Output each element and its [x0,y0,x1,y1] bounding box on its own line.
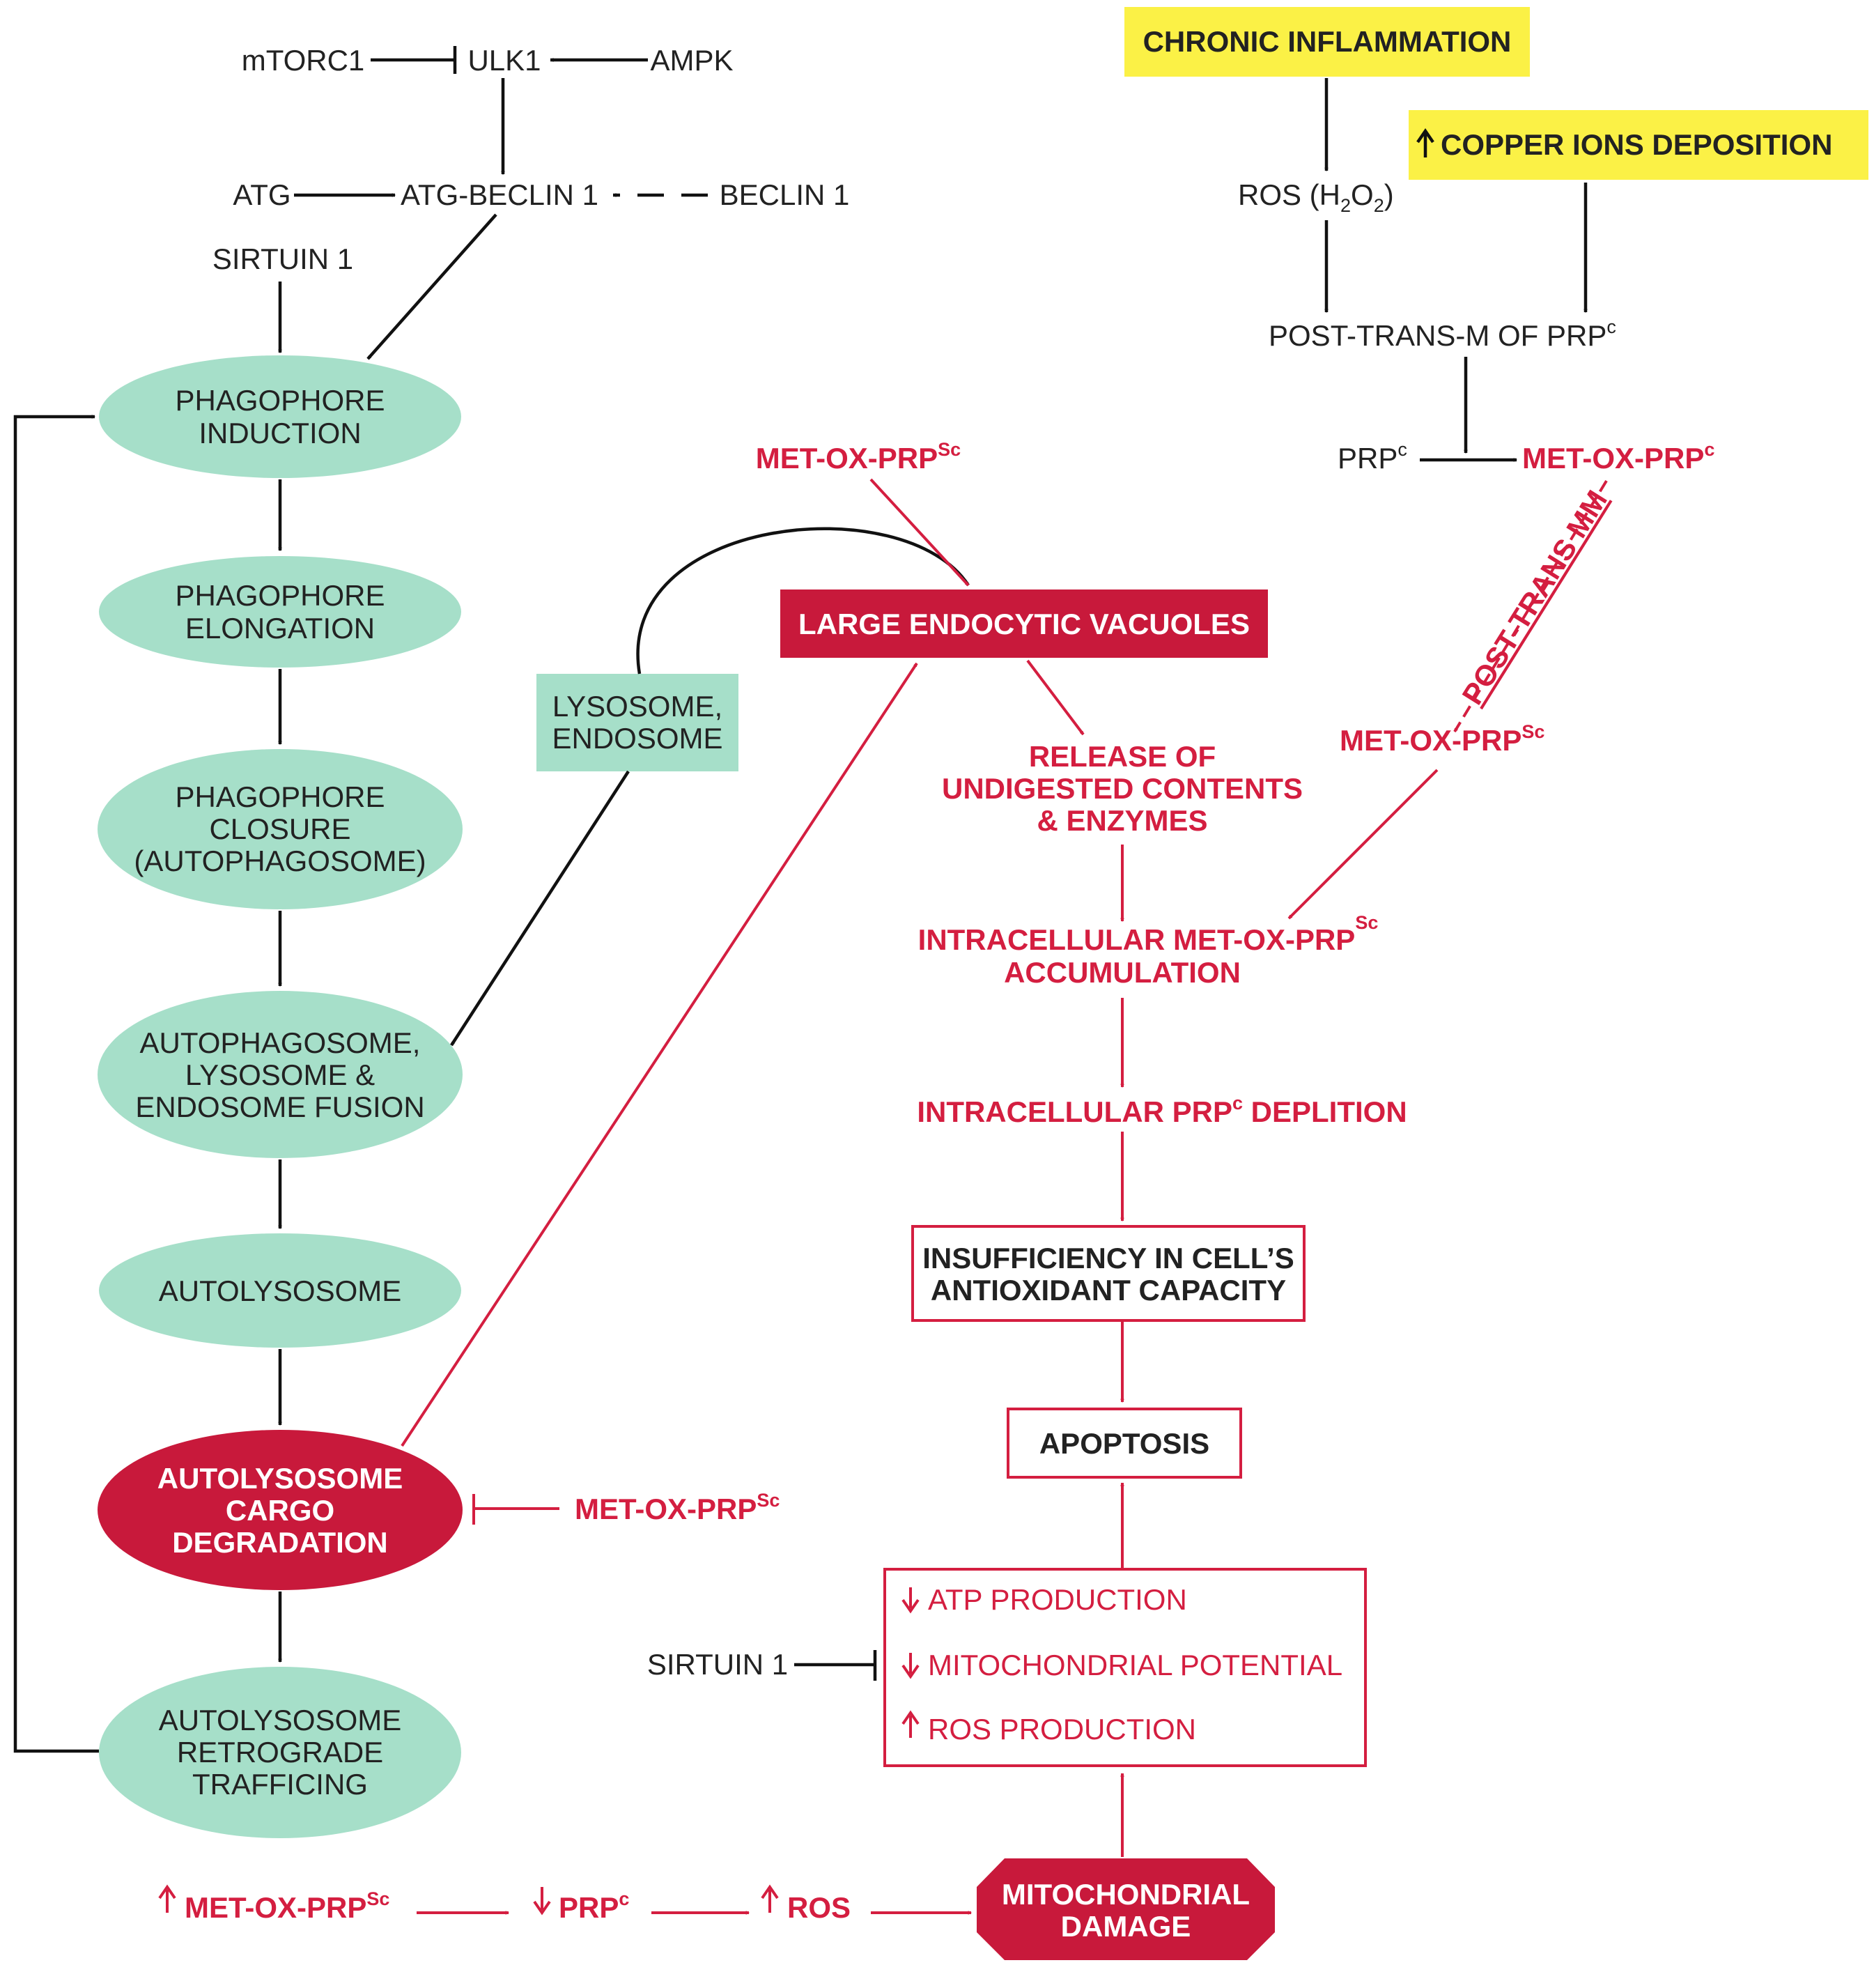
met-ox-prp-sc-bottom: MET-OX-PRPSc [185,1888,389,1924]
cargo-degradation-line2: CARGO [226,1494,334,1527]
large-endocytic-vacuoles-box [780,590,1268,658]
autophagosome-fusion-line1: AUTOPHAGOSOME, [140,1026,421,1059]
sirtuin-top-label: SIRTUIN 1 [212,242,353,275]
sirtuin-bottom-label: SIRTUIN 1 [647,1648,788,1681]
insufficiency-line1: INSUFFICIENCY IN CELL’S [922,1242,1294,1274]
release-line2: UNDIGESTED CONTENTS [942,772,1303,805]
ulk1-label: ULK1 [467,44,541,77]
accumulation-line1: INTRACELLULAR MET-OX-PRPSc [918,912,1379,956]
lysosome-to-fusion-arrow [450,770,630,1047]
release-line3: & ENZYMES [1037,804,1207,837]
autophagosome-fusion-line3: ENDOSOME FUSION [135,1091,424,1123]
atg-label: ATG [233,178,291,211]
endosome-label: ENDOSOME [552,722,722,755]
insufficiency-line2: ANTIOXIDANT CAPACITY [931,1274,1286,1307]
lysosome-label: LYSOSOME, [552,690,722,723]
large-endocytic-vacuoles-label: LARGE ENDOCYTIC VACUOLES [798,608,1250,640]
autolysosome-label: AUTOLYSOSOME [159,1274,402,1307]
post-trans-mm-dashed-arrow [1453,479,1608,732]
beclin-label: BECLIN 1 [720,178,850,211]
met-ox-to-accumulation-arrow [1287,769,1439,920]
met-ox-prp-sc-top: MET-OX-PRPSc [756,439,961,475]
retrograde-trafficing-line3: TRAFFICING [192,1768,368,1801]
apoptosis-label: APOPTOSIS [1039,1427,1209,1460]
phagophore-closure-line2: CLOSURE [209,812,350,845]
autolysosome-node [99,1233,461,1348]
mitochondrial-effects-box [883,1568,1367,1767]
autophagosome-fusion-node [98,991,463,1158]
chronic-inflammation-box [1124,7,1530,77]
atg-beclin-to-induction-arrow [366,213,497,360]
retrograde-trafficing-line2: RETROGRADE [177,1736,383,1769]
met-ox-prp-sc-right: MET-OX-PRPSc [1340,721,1544,757]
cargo-degradation-node [98,1430,463,1590]
prp-depletion-label: INTRACELLULAR PRPc DEPLITION [917,1093,1407,1128]
phagophore-closure-line1: PHAGOPHORE [175,780,385,813]
cargo-degradation-line1: AUTOLYSOSOME [157,1462,403,1495]
post-trans-mm-label: POST-TRANS MM [1455,484,1613,710]
retrograde-trafficing-line1: AUTOLYSOSOME [159,1704,402,1736]
phagophore-elongation-line1: PHAGOPHORE [175,579,385,612]
chronic-inflammation-label: CHRONIC INFLAMMATION [1143,25,1512,58]
post-trans-m-label: POST-TRANS-M OF PRPc [1269,316,1616,352]
met-ox-prp-sc-inhibitor: MET-OX-PRPSc [575,1490,780,1525]
lysosome-endosome-box [536,674,738,771]
mitochondrial-damage-line2: DAMAGE [1061,1910,1191,1943]
mitochondrial-damage-hexagon [977,1858,1275,1960]
ros-production-label: ROS PRODUCTION [928,1713,1196,1746]
prp-c-right: PRPc [1338,439,1407,475]
recycle-feedback-arrow [13,417,99,1753]
mtorc1-label: mTORC1 [242,44,365,77]
potential-down-arrow-icon [901,1653,920,1679]
prp-down-arrow-icon [533,1887,551,1916]
degradation-to-vacuoles-arrow [401,663,918,1447]
ampk-label: AMPK [650,44,733,77]
phagophore-induction-node [99,355,461,478]
phagophore-closure-line3: (AUTOPHAGOSOME) [134,845,426,877]
met-ox-up-arrow-icon [158,1884,176,1913]
atp-down-arrow-icon [901,1587,920,1614]
ros-up-arrow-bottom-icon [761,1884,779,1913]
apoptosis-box [1007,1408,1242,1479]
retrograde-trafficing-node [99,1667,461,1838]
prp-c-bottom: PRPc [559,1888,629,1924]
vacuoles-to-release-arrow [1026,659,1085,736]
phagophore-induction-line2: INDUCTION [199,417,361,449]
phagophore-closure-node [98,749,463,909]
accumulation-line2: ACCUMULATION [1004,956,1241,989]
insufficiency-box [911,1225,1306,1322]
met-ox-to-vacuoles-arrow [869,478,970,587]
phagophore-elongation-node [99,556,461,668]
autophagosome-fusion-line2: LYSOSOME & [185,1058,375,1091]
phagophore-induction-line1: PHAGOPHORE [175,384,385,417]
lysosome-to-vacuoles-arc [636,527,970,675]
release-line1: RELEASE OF [1029,740,1216,773]
atp-production-label: ATP PRODUCTION [928,1583,1187,1616]
phagophore-elongation-line2: ELONGATION [185,612,375,645]
mitochondrial-damage-line1: MITOCHONDRIAL [1002,1878,1250,1911]
cargo-degradation-line3: DEGRADATION [172,1526,388,1559]
ros-bottom: ROS [787,1891,851,1924]
ros-up-arrow-icon [901,1710,920,1738]
ros-h2o2-label: ROS (H2O2) [1238,178,1394,216]
copper-up-arrow-icon [1416,128,1434,157]
atg-beclin-label: ATG-BECLIN 1 [401,178,598,211]
copper-deposition-label: COPPER IONS DEPOSITION [1441,128,1832,161]
met-ox-prp-c-label: MET-OX-PRPc [1522,439,1714,475]
copper-deposition-box [1409,110,1868,180]
mitochondrial-potential-label: MITOCHONDRIAL POTENTIAL [928,1649,1342,1681]
